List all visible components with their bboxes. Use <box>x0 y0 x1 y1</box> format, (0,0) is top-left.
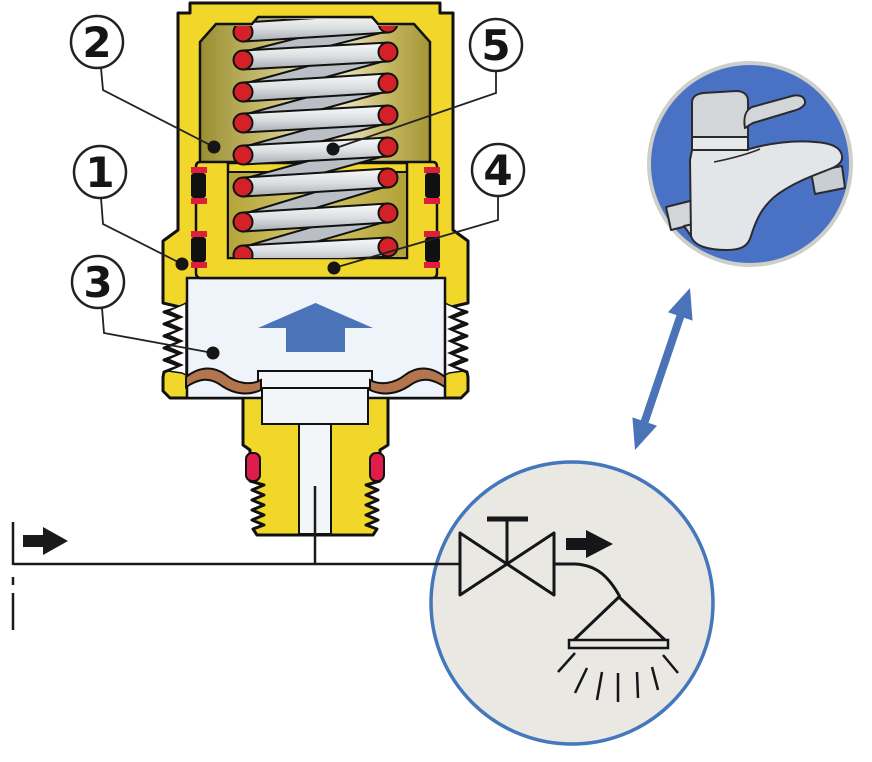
diaphragm-left <box>185 367 262 395</box>
dot-2 <box>207 140 221 154</box>
seal-left-lower <box>191 231 207 268</box>
arrow-right-icon <box>23 535 43 547</box>
schematic-circle <box>429 460 715 746</box>
leader-lines <box>100 67 499 354</box>
leader-4 <box>333 196 499 269</box>
dot-3 <box>206 346 220 360</box>
thread-ribbon-left <box>165 301 187 377</box>
oring-right <box>369 452 385 482</box>
arrow-up-icon <box>258 303 373 352</box>
valve-cross-section <box>161 1 470 537</box>
faucet-handle-base <box>691 90 749 138</box>
thread-ribbon-right <box>444 301 466 377</box>
spring <box>232 19 399 258</box>
faucet-body-spout <box>689 140 844 251</box>
oring-left <box>245 452 261 482</box>
schematic-symbols <box>458 516 679 702</box>
seal-right-upper <box>424 167 440 204</box>
callout-circle <box>69 14 125 70</box>
outlet-curve-line <box>554 562 622 598</box>
arrow-right-icon <box>566 538 586 550</box>
callouts: 2 5 1 4 3 <box>69 14 526 360</box>
faucet-lever <box>743 94 807 129</box>
callout-1: 1 <box>72 144 128 200</box>
flow-inlet-arrow <box>23 527 68 555</box>
callout-5: 5 <box>468 17 524 73</box>
faucet-icon <box>665 90 846 251</box>
dot-5 <box>326 142 340 156</box>
tap-usage-badge <box>647 61 853 267</box>
leader-dots <box>175 140 341 360</box>
seal-left-upper <box>191 167 207 204</box>
flow-outlet-arrow <box>566 530 613 558</box>
piston-plate <box>257 370 373 389</box>
leader-1 <box>100 197 183 265</box>
double-headed-arrow-icon <box>632 288 693 450</box>
cartridge-seals <box>191 167 440 268</box>
diaphragm-right <box>369 367 446 395</box>
callout-2: 2 <box>69 14 125 70</box>
callout-4: 4 <box>470 142 526 198</box>
callout-circle <box>468 17 524 73</box>
callout-number: 2 <box>82 18 111 67</box>
callout-circle <box>70 254 126 310</box>
faucet-band <box>691 136 749 151</box>
seal-right-lower <box>424 231 440 268</box>
callout-number: 3 <box>83 258 112 307</box>
callout-number: 1 <box>85 148 114 197</box>
dot-1 <box>175 257 189 271</box>
leader-2 <box>100 67 215 148</box>
leader-3 <box>101 307 214 354</box>
spray-lines <box>557 652 679 702</box>
diaphragm <box>185 367 446 395</box>
spring-wire-ends <box>232 19 399 258</box>
callout-3: 3 <box>70 254 126 310</box>
dot-4 <box>327 261 341 275</box>
piston-block <box>261 387 369 425</box>
spray-nozzle-icon <box>557 594 679 702</box>
callout-circle <box>470 142 526 198</box>
callout-number: 5 <box>481 21 510 70</box>
pipeline <box>11 486 317 630</box>
leader-5 <box>332 71 497 150</box>
callout-circle <box>72 144 128 200</box>
faucet-crease-line <box>713 148 761 163</box>
callout-number: 4 <box>483 146 512 195</box>
